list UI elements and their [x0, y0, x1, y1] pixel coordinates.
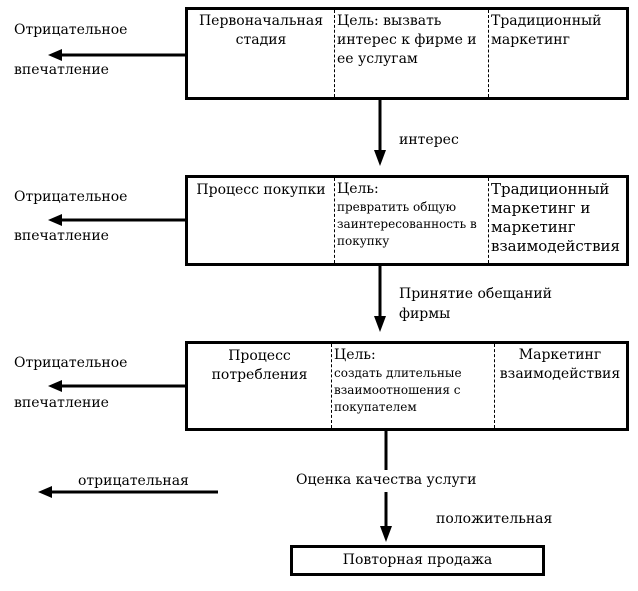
goal-text: превратить общую заинтересованность в по… [337, 200, 477, 248]
negative-label-3a: Отрицательное [14, 355, 128, 371]
stage-goal: Цель: превратить общую заинтересованност… [334, 178, 488, 263]
negative-label-2a: Отрицательное [14, 189, 128, 205]
negative-label-2b: впечатление [14, 228, 109, 244]
stage-box-initial: Первоначальная стадия Цель: вызвать инте… [185, 7, 629, 100]
evaluation-negative: отрицательная [78, 473, 189, 489]
goal-title: Цель: [337, 181, 379, 197]
arrow-left-1 [48, 49, 62, 61]
stage-box-consumption: Процесс потребления Цель: создать длител… [185, 341, 629, 431]
repeat-sale-box: Повторная продажа [290, 545, 545, 576]
arrow-left-2 [48, 214, 62, 226]
stage-name: Процесс потребления [211, 348, 308, 383]
stage-marketing: Традиционный маркетинг [491, 13, 602, 48]
stage-goal: Цель: создать длительные взаимоотношения… [331, 344, 494, 428]
stage-name: Первоначальная стадия [198, 13, 324, 48]
arrow-down-1 [374, 150, 386, 166]
stage-goal: Цель: вызвать интерес к фирме и ее услуг… [337, 13, 477, 67]
negative-label-1b: впечатление [14, 62, 109, 78]
arrow-left-3 [48, 380, 62, 392]
stage-marketing: Традиционный маркетинг и маркетинг взаим… [491, 180, 620, 255]
arrow-left-negative [38, 486, 52, 498]
stage-box-purchase: Процесс покупки Цель: превратить общую з… [185, 175, 629, 266]
arrow-down-2 [374, 316, 386, 332]
negative-label-3b: впечатление [14, 395, 109, 411]
negative-label-1a: Отрицательное [14, 22, 128, 38]
goal-text: создать длительные взаимоотношения с пок… [334, 366, 462, 414]
evaluation-positive: положительная [436, 511, 553, 527]
stage-name: Процесс покупки [196, 182, 326, 198]
evaluation-label: Оценка качества услуги [296, 472, 477, 488]
transition-interest: интерес [399, 132, 459, 148]
stage-marketing: Маркетинг взаимодействия [499, 347, 621, 382]
transition-promise: Принятие обещаний фирмы [399, 286, 552, 322]
arrow-down-3 [380, 526, 392, 542]
goal-title: Цель: [334, 347, 376, 363]
